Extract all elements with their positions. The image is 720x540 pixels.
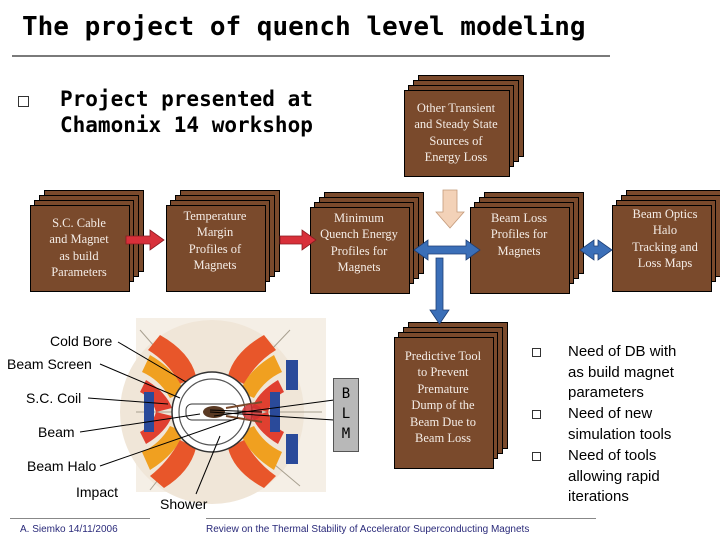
- predictive-tool-line: Dump of the: [411, 398, 475, 412]
- predictive-tool-line: to Prevent: [417, 365, 469, 379]
- beam-optics-line: Tracking and: [632, 239, 698, 254]
- footer-talk-title: Review on the Thermal Stability of Accel…: [206, 524, 530, 535]
- note-tools: Need of tools allowing rapid iterations: [568, 446, 718, 508]
- arrow-down-icon: [435, 189, 465, 229]
- note-line: Need of tools: [568, 447, 657, 464]
- label-beam-screen: Beam Screen: [7, 356, 92, 372]
- beam-loss-line: Profiles for: [490, 227, 548, 242]
- box-beam-loss-profiles: Beam Loss Profiles for Magnets: [470, 192, 585, 297]
- note-line: Need of new: [568, 405, 653, 422]
- project-line-1: Project presented at: [60, 87, 313, 111]
- title-underline: [12, 55, 610, 57]
- project-bullet-text: Project presented at Chamonix 14 worksho…: [60, 86, 313, 138]
- beam-loss-line: Magnets: [497, 243, 541, 258]
- label-shower: Shower: [160, 496, 208, 512]
- label-impact: Impact: [76, 484, 119, 500]
- arrow-right-icon: [125, 229, 165, 251]
- temperature-margin-line: Magnets: [193, 258, 237, 272]
- box-predictive-tool: Predictive Tool to Prevent Premature Dum…: [394, 322, 509, 472]
- min-quench-line: Quench Energy: [320, 227, 398, 241]
- beam-optics-line: Halo: [652, 223, 678, 237]
- blm-letter: B: [341, 386, 351, 402]
- min-quench-line: Profiles for: [330, 243, 388, 258]
- beam-optics-line: Loss Maps: [637, 256, 693, 270]
- note-line: iterations: [568, 488, 629, 505]
- blm-letter: M: [341, 426, 351, 442]
- footer-rule: [206, 518, 596, 519]
- beam-optics-line: Beam Optics: [632, 206, 698, 221]
- bullet-square-icon: [532, 452, 541, 461]
- footer-author: A. Siemko 14/11/2006: [20, 524, 118, 535]
- min-quench-line: Magnets: [337, 260, 381, 274]
- note-line: as build magnet: [568, 363, 674, 381]
- temperature-margin-line: Temperature: [183, 208, 247, 223]
- temperature-margin-line: Profiles of: [188, 241, 242, 256]
- note-line: Need of DB with: [568, 343, 677, 360]
- box-other-sources: Other Transient and Steady State Sources…: [404, 75, 524, 180]
- other-sources-line: Sources of: [429, 133, 483, 148]
- note-line: allowing rapid: [568, 467, 660, 485]
- arrow-down-icon: [429, 257, 450, 325]
- sc-cable-line: as build: [59, 248, 99, 263]
- predictive-tool-line: Predictive Tool: [404, 348, 482, 363]
- temperature-margin-line: Margin: [196, 225, 234, 239]
- note-simulation: Need of new simulation tools: [568, 404, 718, 445]
- box-temperature-margin: Temperature Margin Profiles of Magnets: [166, 190, 281, 295]
- box-minimum-quench-energy: Minimum Quench Energy Profiles for Magne…: [310, 192, 425, 297]
- label-beam: Beam: [38, 424, 75, 440]
- sc-cable-line: Parameters: [51, 265, 107, 279]
- label-beam-halo: Beam Halo: [27, 458, 97, 474]
- label-sc-coil: S.C. Coil: [26, 390, 82, 406]
- bullet-square-icon: [532, 348, 541, 357]
- box-beam-optics: Beam Optics Halo Tracking and Loss Maps: [612, 190, 720, 295]
- predictive-tool-line: Beam Due to: [410, 414, 476, 429]
- other-sources-line: and Steady State: [414, 117, 498, 131]
- blm-box: B L M: [333, 378, 359, 452]
- page-title: The project of quench level modeling: [22, 12, 586, 42]
- double-arrow-icon: [579, 239, 613, 261]
- double-arrow-icon: [413, 239, 481, 261]
- predictive-tool-line: Premature: [417, 381, 469, 396]
- bullet-square-icon: [18, 96, 29, 107]
- note-line: parameters: [568, 384, 644, 401]
- sc-cable-line: S.C. Cable: [52, 215, 106, 230]
- other-sources-line: Other Transient: [416, 100, 496, 115]
- leader-lines: [79, 341, 239, 495]
- blm-letter: L: [341, 406, 351, 422]
- min-quench-line: Minimum: [333, 210, 384, 225]
- footer-rule: [10, 518, 150, 519]
- project-line-2: Chamonix 14 workshop: [60, 113, 313, 137]
- other-sources-line: Energy Loss: [424, 150, 488, 164]
- predictive-tool-line: Beam Loss: [415, 431, 471, 445]
- beam-loss-line: Beam Loss: [491, 210, 547, 225]
- note-line: simulation tools: [568, 425, 672, 443]
- magnet-cross-section-image: [120, 318, 335, 504]
- label-cold-bore: Cold Bore: [50, 333, 113, 349]
- arrow-right-icon: [279, 229, 317, 251]
- sc-cable-line: and Magnet: [49, 232, 109, 246]
- note-db: Need of DB with as build magnet paramete…: [568, 342, 718, 404]
- box-sc-cable: S.C. Cable and Magnet as build Parameter…: [30, 190, 145, 295]
- bullet-square-icon: [532, 410, 541, 419]
